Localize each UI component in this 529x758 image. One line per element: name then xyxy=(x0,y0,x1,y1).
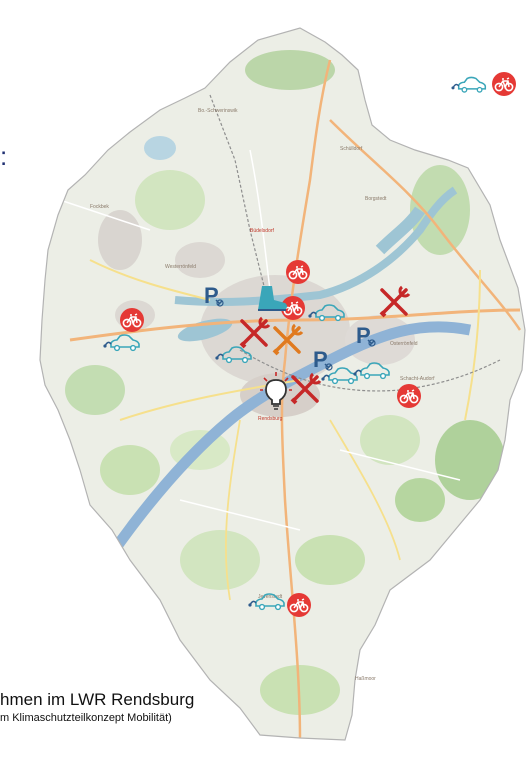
map-label: Büdelsdorf xyxy=(250,228,275,234)
map-label: Westerrönfeld xyxy=(165,264,196,270)
bike-station-icon xyxy=(285,259,311,285)
map-measure-icons xyxy=(102,259,422,618)
bike-station-icon xyxy=(491,71,517,97)
map-caption: hmen im LWR Rendsburg m Klimaschutzteilk… xyxy=(0,690,194,725)
map-label: Rendsburg xyxy=(258,416,283,422)
caption-title: hmen im LWR Rendsburg xyxy=(0,690,195,709)
bike-station-icon xyxy=(286,592,312,618)
map-label: Jevenstedt xyxy=(258,594,283,600)
bike-station-icon xyxy=(119,307,145,333)
map-label: Fockbek xyxy=(90,204,109,210)
map-label: Schülldorf xyxy=(340,146,363,152)
lightbulb-icon xyxy=(260,372,292,410)
map-label: Schacht-Audorf xyxy=(400,376,435,382)
district-boundary xyxy=(39,27,526,741)
caption-subtitle: m Klimaschutzteilkonzept Mobilität) xyxy=(0,712,172,724)
car-sharing-icon xyxy=(450,76,487,93)
map-label: Borgstedt xyxy=(365,196,387,202)
map-label: Osterrönfeld xyxy=(390,341,418,347)
bike-station-icon xyxy=(396,383,422,409)
map-label: Haßmoor xyxy=(355,676,376,682)
boot-icon xyxy=(258,286,287,311)
cropped-colon: : xyxy=(0,141,8,171)
legend-icons xyxy=(450,71,517,97)
map-label: Bo.-Schwerinswik xyxy=(198,108,238,114)
map-place-labels: Bo.-Schwerinswik Westerrönfeld Rendsburg… xyxy=(90,108,435,682)
